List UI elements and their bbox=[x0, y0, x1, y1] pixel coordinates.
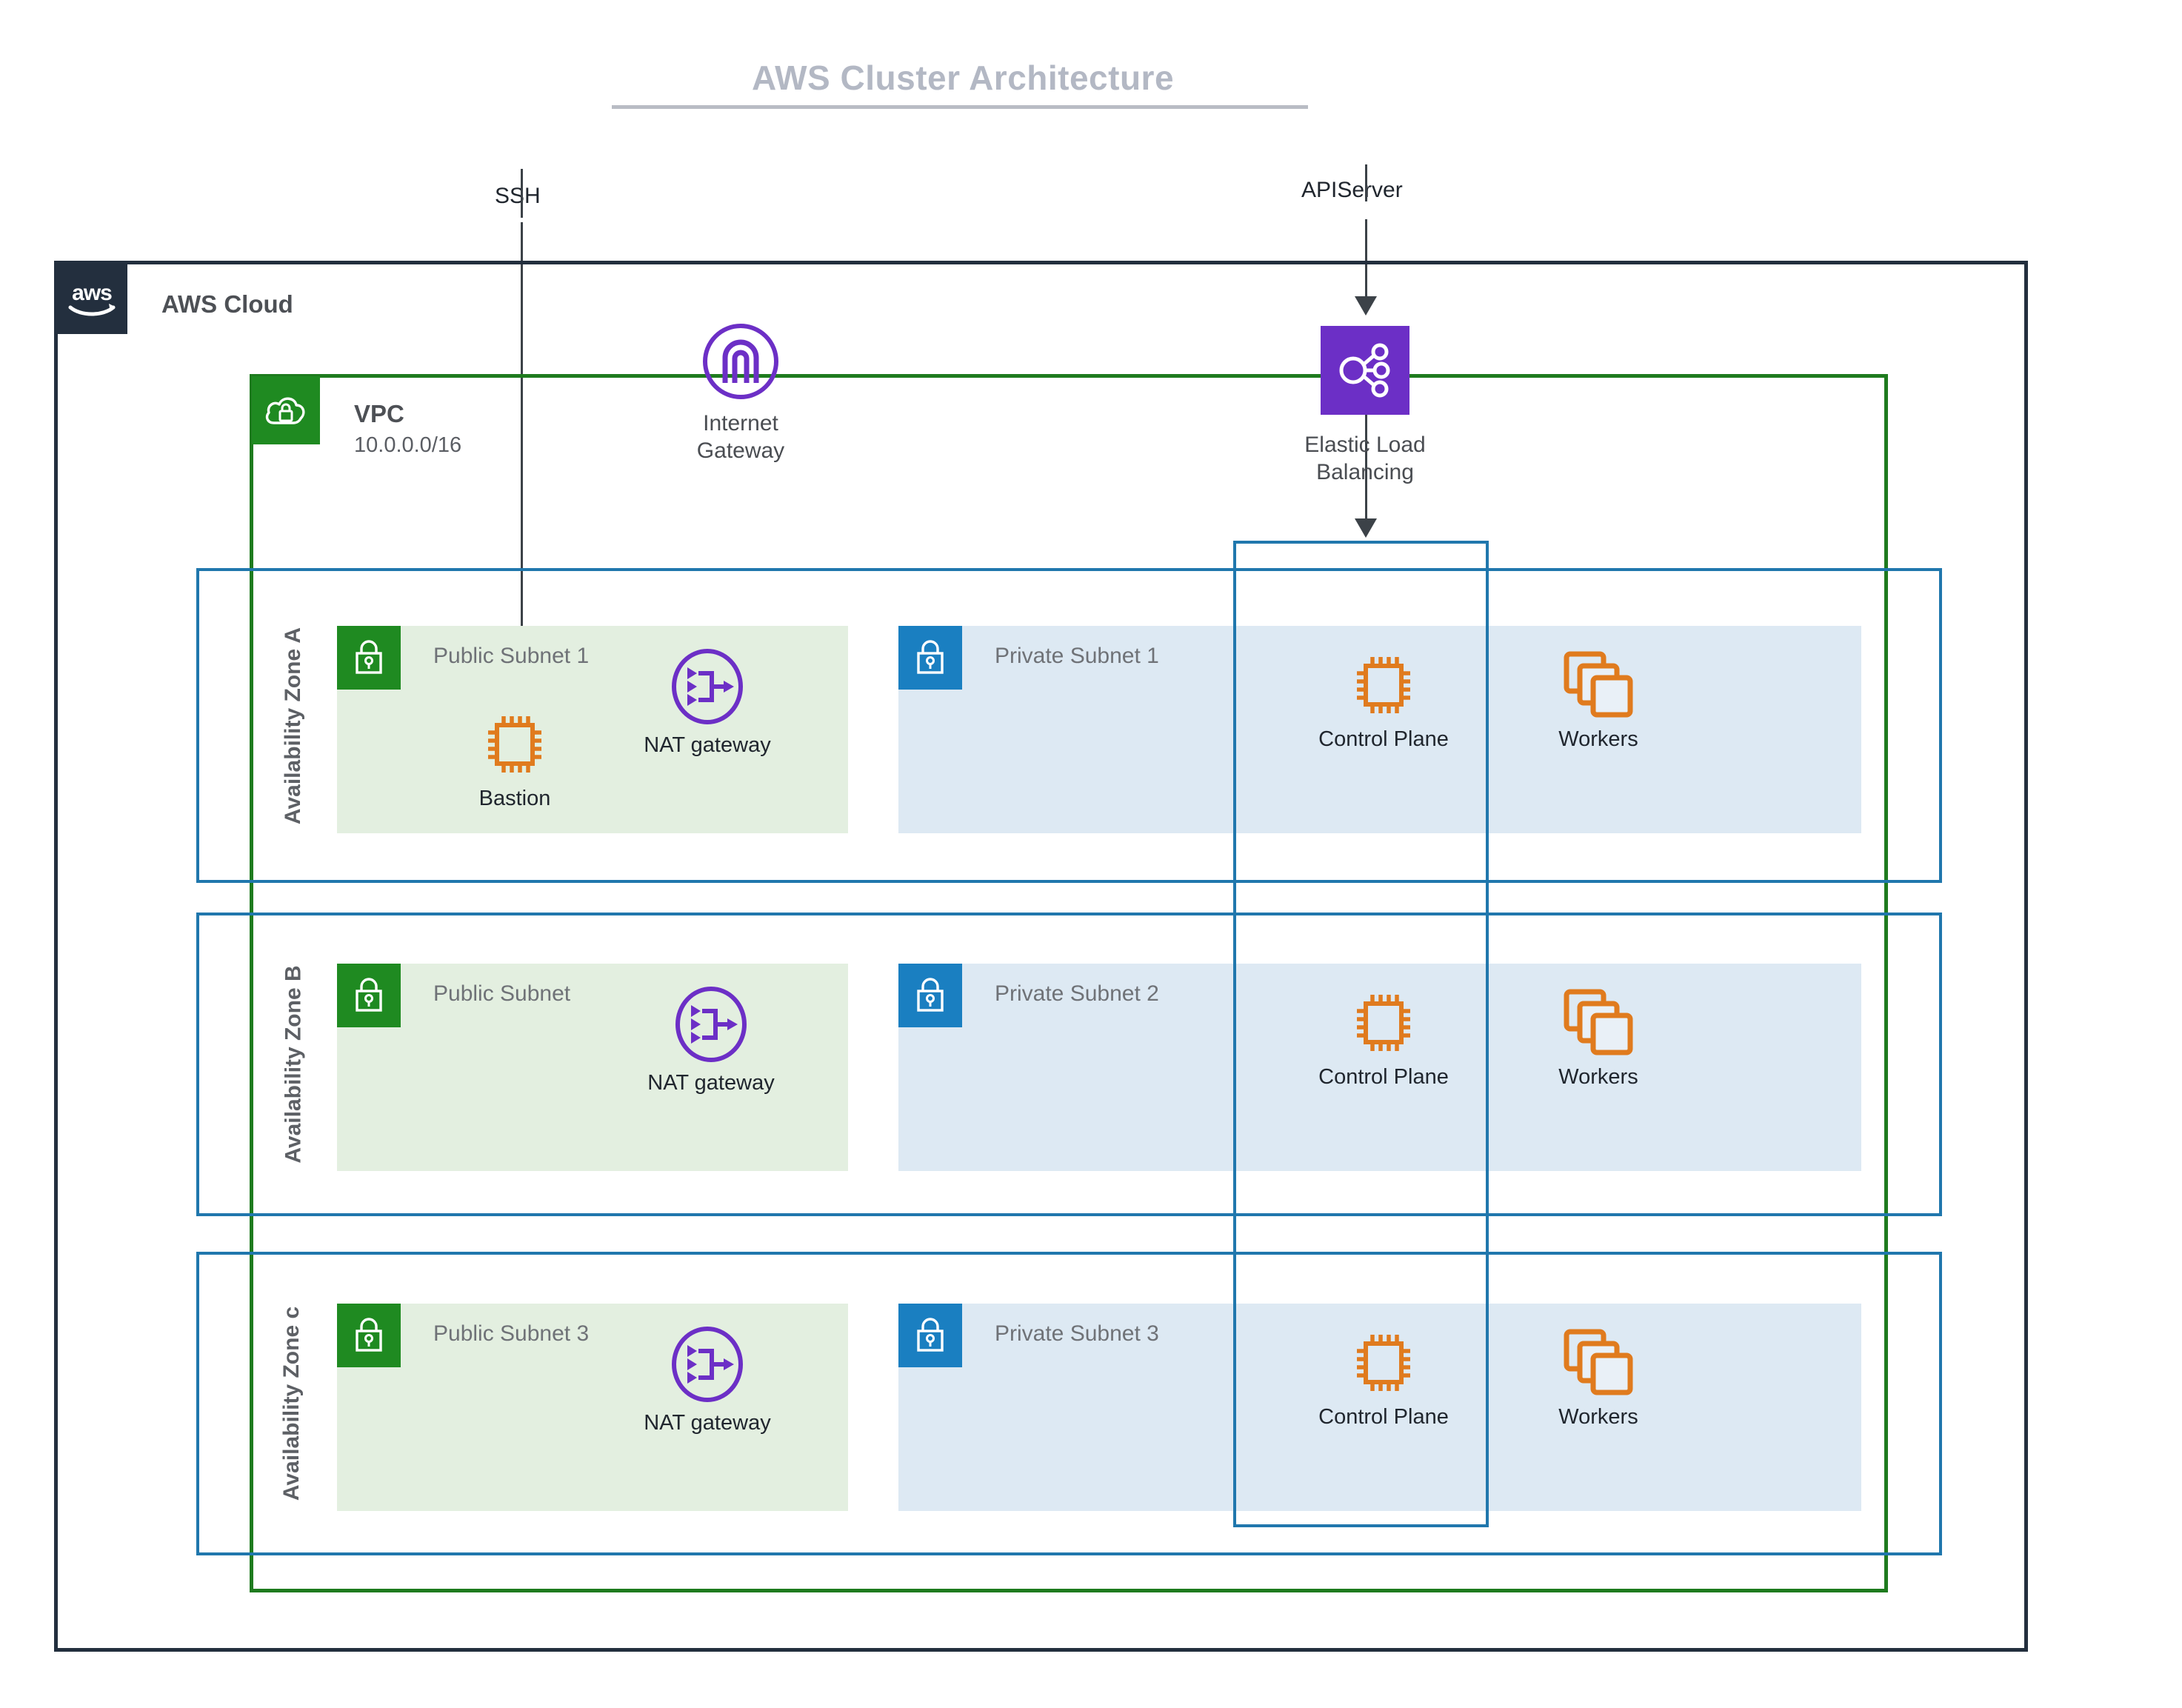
workers-label-zone-a: Workers bbox=[1558, 727, 1638, 751]
availability-zone-a-label: Availability Zone A bbox=[281, 627, 306, 824]
aws-logo-icon: aws bbox=[56, 263, 127, 334]
workers-node-zone-b[interactable]: Workers bbox=[1524, 986, 1672, 1090]
cpu-chip-icon bbox=[1357, 995, 1410, 1051]
private-subnet-zone-c[interactable]: Private Subnet 3 Control Plane bbox=[898, 1304, 1861, 1511]
private-subnet-zone-c-label: Private Subnet 3 bbox=[995, 1321, 1159, 1346]
aws-cloud-boundary bbox=[54, 261, 2028, 1652]
elb-caption-line-1: Elastic Load bbox=[1304, 433, 1426, 457]
apiserver-connection-line-lower bbox=[1365, 219, 1367, 301]
nat-gateway-node-zone-b[interactable]: NAT gateway bbox=[630, 986, 793, 1095]
lock-icon bbox=[337, 964, 401, 1027]
public-subnet-zone-a-label: Public Subnet 1 bbox=[433, 644, 590, 668]
control-plane-label-zone-c: Control Plane bbox=[1318, 1405, 1449, 1429]
workers-label-zone-b: Workers bbox=[1558, 1065, 1638, 1089]
private-subnet-zone-a-label: Private Subnet 1 bbox=[995, 644, 1159, 668]
control-plane-node-zone-b[interactable]: Control Plane bbox=[1295, 986, 1472, 1090]
availability-zone-a: Availability Zone A bbox=[196, 568, 1942, 883]
stacked-squares-icon bbox=[1564, 651, 1633, 718]
nat-gateway-node-zone-c[interactable]: NAT gateway bbox=[626, 1326, 789, 1435]
title-underline bbox=[612, 105, 1308, 109]
availability-zone-b-label: Availability Zone B bbox=[281, 965, 306, 1164]
availability-zone-b: Availability Zone B bbox=[196, 913, 1942, 1216]
vpc-cidr-label: 10.0.0.0/16 bbox=[354, 433, 462, 457]
nat-gateway-label-zone-a: NAT gateway bbox=[644, 733, 771, 757]
control-plane-label-zone-a: Control Plane bbox=[1318, 727, 1449, 751]
page-title: AWS Cluster Architecture bbox=[751, 59, 1175, 97]
aws-cloud-label: AWS Cloud bbox=[161, 290, 293, 318]
stacked-squares-icon bbox=[1564, 1329, 1633, 1395]
ssh-connection-line-lower bbox=[521, 222, 523, 701]
lock-icon bbox=[898, 964, 962, 1027]
elastic-load-balancing-node[interactable] bbox=[1321, 326, 1409, 415]
bastion-node[interactable]: Bastion bbox=[448, 707, 581, 811]
nat-gateway-icon bbox=[672, 1327, 743, 1402]
workers-label-zone-c: Workers bbox=[1558, 1405, 1638, 1429]
control-plane-node-zone-c[interactable]: Control Plane bbox=[1295, 1326, 1472, 1430]
stacked-squares-icon bbox=[1564, 989, 1633, 1055]
control-plane-node-zone-a[interactable]: Control Plane bbox=[1295, 648, 1472, 752]
public-subnet-zone-c-label: Public Subnet 3 bbox=[433, 1321, 590, 1346]
elb-to-cluster-arrowhead bbox=[1355, 518, 1377, 538]
cpu-chip-icon bbox=[1357, 1335, 1410, 1391]
cpu-chip-icon bbox=[1357, 657, 1410, 713]
ssh-connection-line bbox=[521, 169, 523, 218]
lock-icon bbox=[337, 626, 401, 690]
cpu-chip-icon bbox=[488, 716, 541, 773]
lock-icon bbox=[898, 1304, 962, 1367]
nat-gateway-label-zone-b: NAT gateway bbox=[647, 1071, 775, 1095]
nat-gateway-node-zone-a[interactable]: NAT gateway bbox=[626, 648, 789, 758]
elb-caption-line-2: Balancing bbox=[1316, 459, 1414, 484]
nat-gateway-label-zone-c: NAT gateway bbox=[644, 1411, 771, 1435]
vpc-boundary bbox=[250, 374, 1888, 1592]
bastion-label: Bastion bbox=[478, 787, 551, 810]
apiserver-connection-arrowhead bbox=[1355, 296, 1377, 316]
lock-icon bbox=[337, 1304, 401, 1367]
public-subnet-zone-c[interactable]: Public Subnet 3 NAT gateway bbox=[337, 1304, 848, 1511]
public-subnet-zone-b[interactable]: Public Subnet NAT gateway bbox=[337, 964, 848, 1171]
workers-node-zone-a[interactable]: Workers bbox=[1524, 648, 1672, 752]
apiserver-connection-line bbox=[1365, 164, 1367, 201]
elb-to-cluster-line bbox=[1365, 415, 1367, 520]
internet-gateway-caption-line-2: Gateway bbox=[696, 438, 785, 463]
ssh-connection-label: SSH bbox=[495, 184, 541, 208]
internet-gateway-icon bbox=[703, 324, 778, 399]
nat-gateway-icon bbox=[672, 649, 743, 724]
availability-zone-c: Availability Zone c bbox=[196, 1252, 1942, 1555]
vpc-label: VPC bbox=[354, 400, 404, 427]
workers-node-zone-c[interactable]: Workers bbox=[1524, 1326, 1672, 1430]
vpc-cloud-lock-icon bbox=[252, 376, 320, 444]
public-subnet-zone-b-label: Public Subnet bbox=[433, 981, 571, 1006]
private-subnet-zone-b-label: Private Subnet 2 bbox=[995, 981, 1159, 1006]
private-subnet-zone-b[interactable]: Private Subnet 2 Control Plane bbox=[898, 964, 1861, 1171]
internet-gateway-caption-line-1: Internet bbox=[703, 411, 778, 436]
nat-gateway-icon bbox=[675, 987, 747, 1062]
svg-text:aws: aws bbox=[72, 281, 112, 305]
availability-zone-c-label: Availability Zone c bbox=[279, 1306, 304, 1501]
lock-icon bbox=[898, 626, 962, 690]
elastic-load-balancing-icon bbox=[1321, 326, 1409, 415]
apiserver-connection-label: APIServer bbox=[1301, 178, 1403, 202]
internet-gateway-node[interactable]: Internet Gateway bbox=[652, 322, 830, 464]
elastic-load-balancing-caption: Elastic Load Balancing bbox=[1232, 426, 1498, 486]
private-subnet-zone-a[interactable]: Private Subnet 1 Control Plane bbox=[898, 626, 1861, 833]
public-subnet-zone-a[interactable]: Public Subnet 1 Bastion bbox=[337, 626, 848, 833]
control-plane-label-zone-b: Control Plane bbox=[1318, 1065, 1449, 1089]
